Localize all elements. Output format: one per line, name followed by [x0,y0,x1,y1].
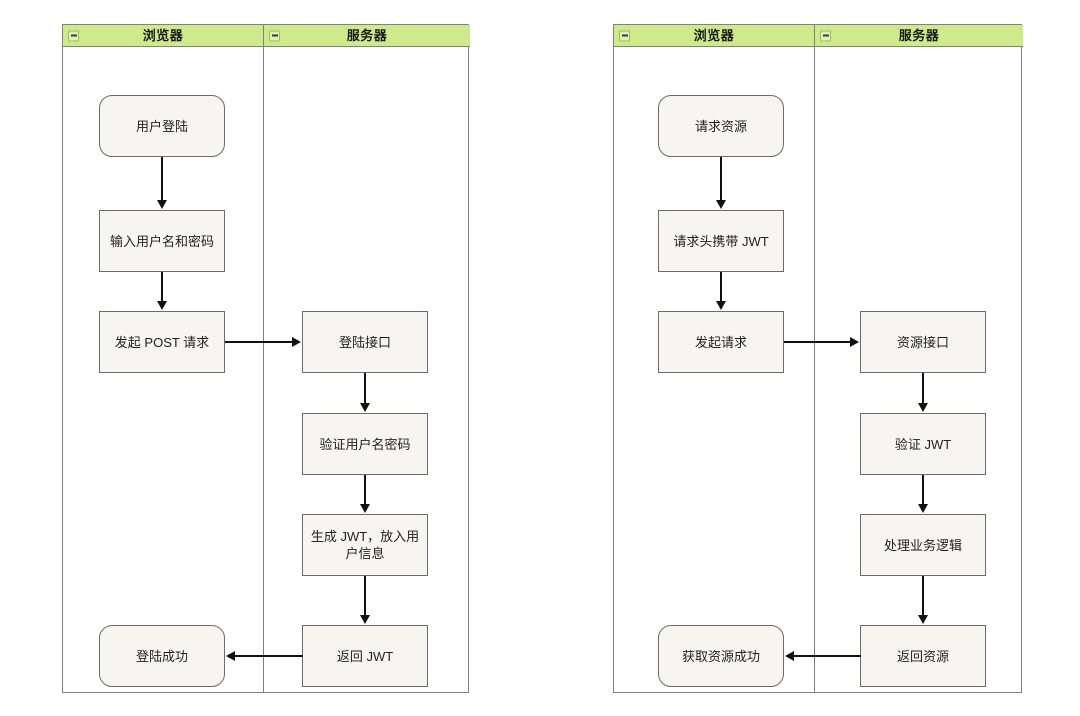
node-login-success[interactable]: 登陆成功 [99,625,225,687]
node-label: 处理业务逻辑 [883,537,962,553]
node-label: 获取资源成功 [681,648,760,664]
edge-n5-n6 [364,475,366,505]
lane-title-server: 服务器 [346,28,388,43]
edge-n6-n7 [364,576,366,616]
node-send-request[interactable]: 发起请求 [658,311,784,373]
lane-title-browser: 浏览器 [142,28,184,43]
collapse-minus-icon[interactable] [269,30,280,41]
node-label: 发起请求 [694,334,747,350]
node-label: 验证 JWT [894,436,952,452]
arrowhead-m2-m3 [716,301,726,310]
lane-server-resource: 服务器 [814,25,1023,692]
edge-m3-m4 [784,341,851,343]
node-label: 生成 JWT，放入用户信息 [310,529,420,561]
node-label: 登陆成功 [135,648,188,664]
lane-title-browser: 浏览器 [693,28,735,43]
arrowhead-n7-n8 [226,651,235,661]
pool-body-resource: 请求资源 请求头携带 JWT 发起请求 获取资源成功 资源接口 验证 JWT 处… [614,47,1021,692]
node-label: 验证用户名密码 [319,436,411,452]
node-label: 发起 POST 请求 [114,334,210,350]
node-post-request[interactable]: 发起 POST 请求 [99,311,225,373]
edge-m4-m5 [922,373,924,404]
edge-n1-n2 [161,157,163,201]
node-verify-jwt[interactable]: 验证 JWT [860,413,986,475]
arrowhead-m1-m2 [716,200,726,209]
pool-resource-flow: 浏览器 服务器 请求资源 请求头携带 JWT 发起请求 获取资源成功 资源接口 … [613,24,1023,693]
node-label: 返回 JWT [336,648,394,664]
arrowhead-m3-m4 [850,337,859,347]
edge-n4-n5 [364,373,366,404]
node-user-login[interactable]: 用户登陆 [99,95,225,157]
lane-header-server-resource[interactable]: 服务器 [815,25,1023,47]
lane-header-browser-login[interactable]: 浏览器 [63,25,263,47]
pool-body-login: 用户登陆 输入用户名和密码 发起 POST 请求 登陆成功 登陆接口 验证用户名… [63,47,468,692]
arrowhead-m4-m5 [918,403,928,412]
node-fetch-resource-success[interactable]: 获取资源成功 [658,625,784,687]
node-label: 请求头携带 JWT [673,233,769,249]
node-label: 登陆接口 [338,334,391,350]
lane-header-server-login[interactable]: 服务器 [264,25,470,47]
node-resource-api[interactable]: 资源接口 [860,311,986,373]
lane-server-login: 服务器 [263,25,470,692]
node-verify-credentials[interactable]: 验证用户名密码 [302,413,428,475]
arrowhead-n2-n3 [157,301,167,310]
node-generate-jwt[interactable]: 生成 JWT，放入用户信息 [302,514,428,576]
collapse-minus-icon[interactable] [619,30,630,41]
node-return-jwt[interactable]: 返回 JWT [302,625,428,687]
node-label: 返回资源 [896,648,949,664]
node-label: 输入用户名和密码 [109,233,214,249]
node-label: 用户登陆 [135,118,188,134]
node-label: 请求资源 [694,118,747,134]
node-label: 资源接口 [896,334,949,350]
node-enter-credentials[interactable]: 输入用户名和密码 [99,210,225,272]
lane-header-browser-resource[interactable]: 浏览器 [614,25,814,47]
lane-browser-login: 浏览器 [63,25,263,692]
edge-n3-n4 [225,341,293,343]
node-login-api[interactable]: 登陆接口 [302,311,428,373]
edge-n2-n3 [161,272,163,302]
collapse-minus-icon[interactable] [68,30,79,41]
arrowhead-n6-n7 [360,615,370,624]
edge-m6-m7 [922,576,924,616]
lane-browser-resource: 浏览器 [614,25,814,692]
pool-login-flow: 浏览器 服务器 用户登陆 输入用户名和密码 发起 POST 请求 登陆成功 登陆… [62,24,470,693]
arrowhead-m6-m7 [918,615,928,624]
collapse-minus-icon[interactable] [820,30,831,41]
node-return-resource[interactable]: 返回资源 [860,625,986,687]
node-process-business-logic[interactable]: 处理业务逻辑 [860,514,986,576]
arrowhead-n5-n6 [360,504,370,513]
edge-m2-m3 [720,272,722,302]
arrowhead-n3-n4 [292,337,301,347]
edge-m5-m6 [922,475,924,505]
edge-m1-m2 [720,157,722,201]
edge-n7-n8 [235,655,303,657]
arrowhead-n4-n5 [360,403,370,412]
arrowhead-n1-n2 [157,200,167,209]
lane-title-server: 服务器 [898,28,940,43]
edge-m7-m8 [794,655,861,657]
node-request-resource[interactable]: 请求资源 [658,95,784,157]
arrowhead-m7-m8 [785,651,794,661]
node-header-carry-jwt[interactable]: 请求头携带 JWT [658,210,784,272]
arrowhead-m5-m6 [918,504,928,513]
